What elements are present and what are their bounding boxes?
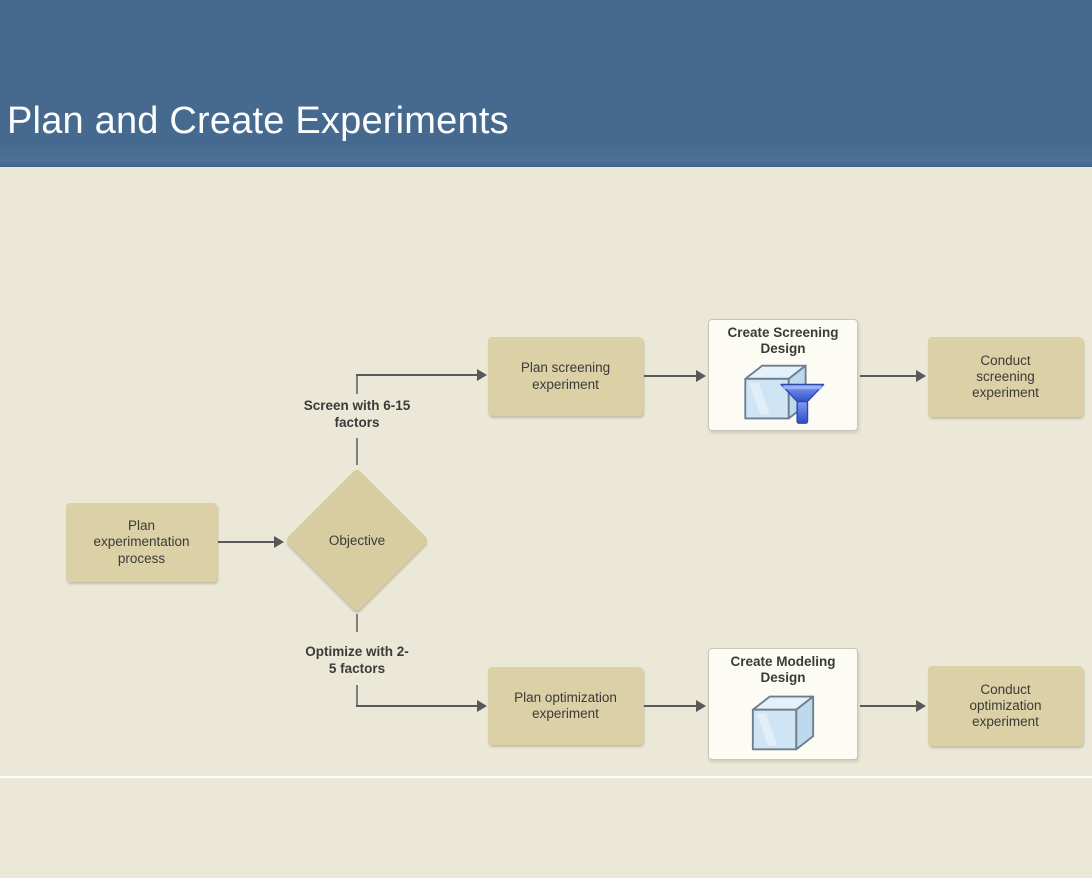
node-label: Conduct optimization experiment <box>969 681 1042 730</box>
node-label: Plan screening experiment <box>520 360 611 392</box>
arrowhead-icon <box>696 370 706 382</box>
create-modeling-design-button[interactable]: Create Modeling Design <box>708 648 858 760</box>
node-objective-decision: Objective <box>284 467 430 613</box>
connector-line <box>644 375 696 377</box>
node-plan-experimentation-process: Plan experimentation process <box>66 503 217 582</box>
button-label: Create Modeling Design <box>730 654 836 685</box>
connector-line <box>860 705 916 707</box>
connector-line <box>356 374 358 394</box>
node-conduct-screening-experiment: Conduct screening experiment <box>928 337 1083 417</box>
arrowhead-icon <box>916 370 926 382</box>
connector-line <box>356 705 477 707</box>
arrowhead-icon <box>477 369 487 381</box>
node-label: Conduct screening experiment <box>972 352 1039 401</box>
page-title: Plan and Create Experiments <box>7 100 509 142</box>
arrowhead-icon <box>477 700 487 712</box>
connector-line <box>218 541 274 543</box>
node-label: Plan experimentation process <box>93 518 190 566</box>
connector-line <box>356 685 358 707</box>
node-conduct-optimization-experiment: Conduct optimization experiment <box>928 666 1083 746</box>
connector-line <box>356 374 477 376</box>
connector-line <box>356 614 358 632</box>
page-header: Plan and Create Experiments <box>0 0 1092 167</box>
cube-icon <box>745 689 821 760</box>
cube-with-filter-icon <box>737 360 829 431</box>
connector-line <box>356 438 358 465</box>
flowchart-canvas: Plan experimentation process Objective S… <box>0 167 1092 878</box>
node-label: Objective <box>328 532 386 548</box>
connector-line <box>644 705 696 707</box>
arrowhead-icon <box>916 700 926 712</box>
node-label: Plan optimization experiment <box>514 689 617 721</box>
button-label: Create Screening Design <box>727 325 839 356</box>
connector-line <box>860 375 916 377</box>
section-divider <box>0 776 1092 778</box>
node-plan-optimization-experiment: Plan optimization experiment <box>488 667 643 745</box>
arrowhead-icon <box>696 700 706 712</box>
branch-label-screening: Screen with 6-15 factors <box>303 398 411 430</box>
node-plan-screening-experiment: Plan screening experiment <box>488 337 643 416</box>
arrowhead-icon <box>274 536 284 548</box>
create-screening-design-button[interactable]: Create Screening Design <box>708 319 858 431</box>
branch-label-optimization: Optimize with 2-5 factors <box>305 644 409 676</box>
